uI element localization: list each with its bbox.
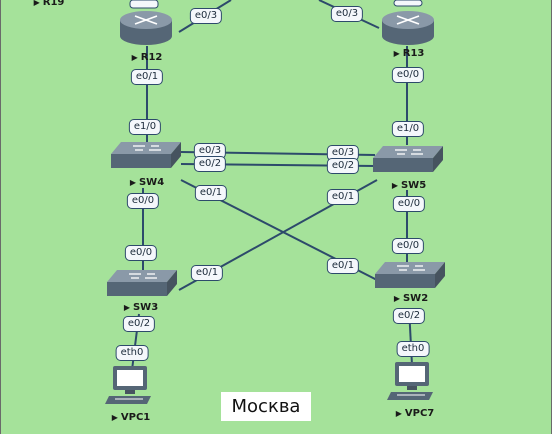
switch-icon[interactable]: [107, 266, 179, 302]
device-label-r19: ▶R19: [33, 0, 65, 8]
device-label-r12: ▶R12: [131, 52, 163, 63]
device-label-sw5: ▶SW5: [391, 180, 427, 191]
play-icon: ▶: [129, 178, 136, 187]
play-icon: ▶: [123, 303, 130, 312]
interface-label: e0/2: [326, 158, 360, 174]
device-label-sw3: ▶SW3: [123, 302, 159, 313]
device-label-vpc7: ▶VPC7: [395, 408, 435, 419]
play-icon: ▶: [393, 294, 400, 303]
device-label-vpc1: ▶VPC1: [111, 412, 151, 423]
interface-label: e1/0: [128, 119, 162, 135]
interface-label: e0/0: [126, 193, 160, 209]
interface-label: eth0: [396, 341, 430, 357]
device-label-sw4: ▶SW4: [129, 177, 165, 188]
interface-label: e0/2: [193, 156, 227, 172]
interface-label: e0/3: [189, 8, 223, 24]
play-icon: ▶: [391, 181, 398, 190]
play-icon: ▶: [131, 53, 138, 62]
pc-icon[interactable]: [387, 360, 437, 406]
interface-label: e0/0: [391, 67, 425, 83]
pc-icon[interactable]: [105, 364, 155, 410]
site-label: Москва: [221, 392, 311, 421]
switch-icon[interactable]: [373, 142, 445, 178]
router-icon[interactable]: [117, 0, 177, 48]
switch-icon[interactable]: [111, 138, 183, 174]
interface-label: eth0: [115, 345, 149, 361]
router-icon[interactable]: [379, 0, 439, 48]
device-label-sw2: ▶SW2: [393, 293, 429, 304]
play-icon: ▶: [393, 49, 400, 58]
interface-label: e0/3: [193, 143, 227, 159]
interface-label: e0/2: [122, 316, 156, 332]
interface-label: e0/0: [124, 245, 158, 261]
play-icon: ▶: [33, 0, 40, 7]
interface-label: e1/0: [391, 121, 425, 137]
interface-label: e0/3: [330, 6, 364, 22]
interface-label: e0/2: [392, 308, 426, 324]
play-icon: ▶: [111, 413, 118, 422]
interface-label: e0/1: [194, 185, 228, 201]
switch-icon[interactable]: [375, 258, 447, 294]
interface-label: e0/1: [130, 69, 164, 85]
play-icon: ▶: [395, 409, 402, 418]
interface-label: e0/1: [326, 258, 360, 274]
device-label-r13: ▶R13: [393, 48, 425, 59]
interface-label: e0/1: [326, 189, 360, 205]
interface-label: e0/0: [392, 196, 426, 212]
interface-label: e0/0: [391, 238, 425, 254]
interface-label: e0/1: [190, 265, 224, 281]
